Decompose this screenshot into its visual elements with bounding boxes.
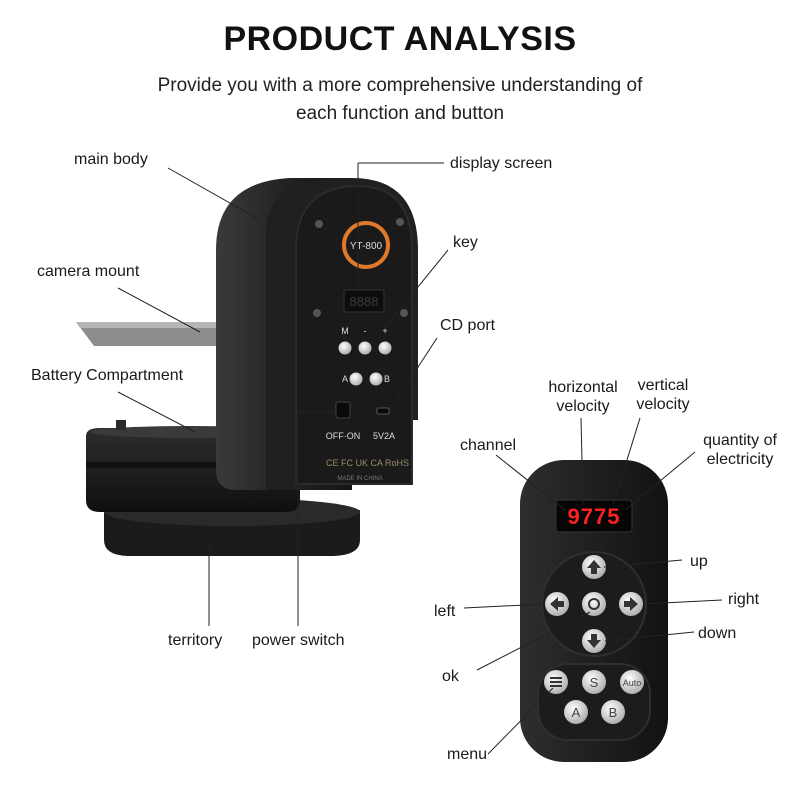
label-battery-compartment: Battery Compartment: [31, 367, 184, 384]
device-leader-lines: [117, 162, 449, 626]
certification-marks: CE FC UK CA RoHS MADE IN CHINA: [326, 458, 409, 482]
label-vertical-velocity: vertical velocity: [625, 376, 701, 414]
device-keys: M - + A B: [338, 326, 392, 386]
s-button[interactable]: S: [582, 670, 606, 694]
ok-button[interactable]: [582, 592, 606, 616]
a-button-label: A: [572, 705, 581, 720]
label-cd-port: CD port: [440, 317, 496, 334]
auto-button[interactable]: Auto: [620, 670, 644, 694]
charging-port: [376, 407, 390, 415]
s-button-label: S: [590, 675, 599, 690]
label-vertical-velocity-line2: velocity: [636, 396, 690, 413]
label-vertical-velocity-line1: vertical: [637, 377, 689, 394]
up-button[interactable]: [582, 555, 606, 579]
label-display-screen: display screen: [450, 155, 553, 172]
b-button-label: B: [609, 705, 618, 720]
key-plus-button[interactable]: [378, 341, 392, 355]
cert-marks-text: CE FC UK CA RoHS: [326, 458, 409, 468]
right-button[interactable]: [619, 592, 643, 616]
subtitle-line-2: each function and button: [295, 103, 505, 124]
label-quantity-line1: quantity of: [703, 432, 777, 449]
label-right: right: [728, 591, 760, 608]
made-in-text: MADE IN CHINA: [337, 476, 382, 482]
label-main-body: main body: [74, 151, 148, 168]
remote-display-digits: 9775: [568, 504, 621, 529]
up-arrow-icon: [587, 560, 601, 574]
label-horizontal-velocity-line2: velocity: [556, 398, 610, 415]
a-button[interactable]: A: [564, 700, 588, 724]
label-up: up: [690, 553, 708, 570]
power-switch-toggle[interactable]: [335, 401, 351, 419]
subtitle-line-1: Provide you with a more comprehensive un…: [157, 75, 643, 96]
left-button[interactable]: [545, 592, 569, 616]
auto-button-label: Auto: [623, 678, 642, 688]
device-display-screen: 8888: [343, 289, 385, 313]
port-label: 5V2A: [373, 431, 395, 441]
menu-button[interactable]: [544, 670, 568, 694]
key-a-button[interactable]: [349, 372, 363, 386]
menu-icon: [550, 677, 562, 687]
ok-icon: [588, 598, 600, 610]
label-channel: channel: [460, 437, 517, 454]
b-button[interactable]: B: [601, 700, 625, 724]
page-subtitle: Provide you with a more comprehensive un…: [0, 72, 800, 128]
device-screen-digits: 8888: [350, 294, 379, 309]
device: YT-800 8888 M - + A B OFF·ON 5V2A: [76, 178, 418, 556]
label-territory: territory: [168, 632, 223, 649]
key-a-label: A: [342, 374, 348, 384]
left-arrow-icon: [550, 597, 564, 611]
remote-leader-lines: [463, 417, 723, 755]
label-horizontal-velocity: horizontal velocity: [533, 378, 633, 416]
label-camera-mount: camera mount: [37, 263, 140, 280]
key-m-button[interactable]: [338, 341, 352, 355]
label-key: key: [453, 234, 478, 251]
label-left: left: [434, 603, 456, 620]
model-logo: YT-800: [342, 221, 390, 269]
label-power-switch: power switch: [252, 632, 345, 649]
label-menu: menu: [447, 746, 488, 763]
key-plus-label: +: [382, 326, 387, 336]
label-quantity-line2: electricity: [706, 451, 774, 468]
page-title: PRODUCT ANALYSIS: [223, 20, 577, 58]
right-arrow-icon: [624, 597, 638, 611]
label-quantity-of-electricity: quantity of electricity: [690, 431, 790, 469]
key-minus-label: -: [364, 326, 367, 336]
model-name: YT-800: [350, 241, 383, 252]
camera-mount: [76, 322, 218, 346]
remote-control: 9775: [520, 460, 668, 762]
down-arrow-icon: [587, 634, 601, 648]
switch-label: OFF·ON: [326, 431, 361, 441]
label-horizontal-velocity-line1: horizontal: [548, 379, 618, 396]
remote-display: [555, 499, 633, 533]
label-down: down: [698, 625, 737, 642]
label-ok: ok: [442, 668, 459, 685]
device-switch-port: OFF·ON 5V2A: [326, 401, 395, 441]
key-m-label: M: [341, 326, 349, 336]
down-button[interactable]: [582, 629, 606, 653]
key-b-button[interactable]: [369, 372, 383, 386]
key-b-label: B: [384, 374, 390, 384]
main-body: [216, 178, 418, 490]
key-minus-button[interactable]: [358, 341, 372, 355]
